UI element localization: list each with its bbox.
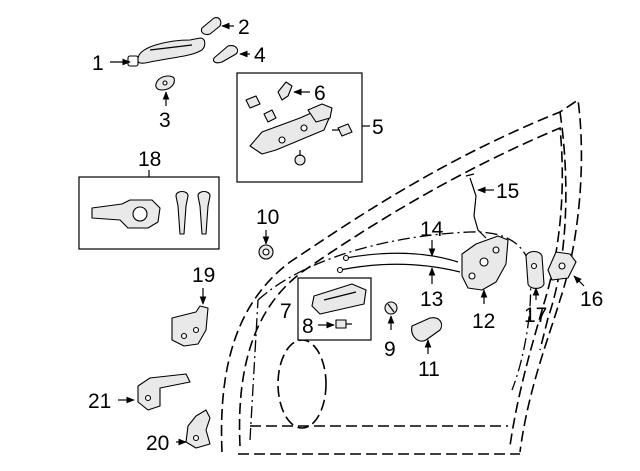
callout-20: 20 — [146, 432, 169, 455]
door-check-part-20 — [185, 409, 211, 449]
callout-1: 1 — [92, 52, 104, 75]
callout-14: 14 — [420, 218, 444, 241]
clip-part-6 — [277, 81, 293, 101]
callout-12: 12 — [472, 310, 495, 333]
striker-plate-part-17 — [525, 250, 545, 290]
callout-21: 21 — [88, 390, 111, 413]
handle-frame-part-5 — [245, 95, 333, 155]
handle-cover-part-3 — [155, 75, 175, 91]
rod-part-15 — [465, 173, 487, 239]
cable-part-13 — [336, 263, 461, 274]
hinge-part-19 — [171, 305, 209, 347]
callout-17: 17 — [524, 304, 547, 327]
callout-13: 13 — [420, 288, 443, 311]
callout-18: 18 — [138, 148, 161, 171]
callout-9: 9 — [384, 338, 396, 361]
callout-19: 19 — [192, 264, 215, 287]
door-outline — [220, 98, 583, 455]
lock-cylinder-part-18 — [91, 190, 211, 235]
screw-part-5 — [294, 150, 306, 166]
callout-7: 7 — [280, 300, 292, 323]
callout-2: 2 — [238, 16, 250, 39]
callout-15: 15 — [496, 180, 519, 203]
callout-8: 8 — [302, 315, 314, 338]
leader-16 — [573, 275, 585, 287]
cable-part-14 — [342, 252, 459, 263]
callout-3: 3 — [159, 109, 171, 132]
handle-pad-part-4 — [212, 45, 239, 64]
callout-10: 10 — [256, 206, 279, 229]
outside-handle-part-1 — [127, 37, 206, 67]
grommet-part-10 — [258, 244, 274, 260]
lock-actuator-part-12 — [461, 235, 509, 291]
callout-6: 6 — [314, 82, 326, 105]
screw-part-8 — [335, 319, 352, 329]
inside-handle-part-7 — [311, 283, 367, 315]
callout-4: 4 — [254, 44, 266, 67]
callout-5: 5 — [372, 116, 384, 139]
callout-16: 16 — [580, 288, 603, 311]
cover-part-11 — [411, 317, 443, 342]
screw-part-9 — [384, 301, 398, 315]
striker-part-16 — [547, 251, 577, 281]
hinge-part-21 — [137, 373, 191, 411]
handle-cap-part-2 — [200, 17, 222, 36]
bolt-part-5 — [332, 123, 353, 137]
callout-11: 11 — [418, 358, 440, 381]
